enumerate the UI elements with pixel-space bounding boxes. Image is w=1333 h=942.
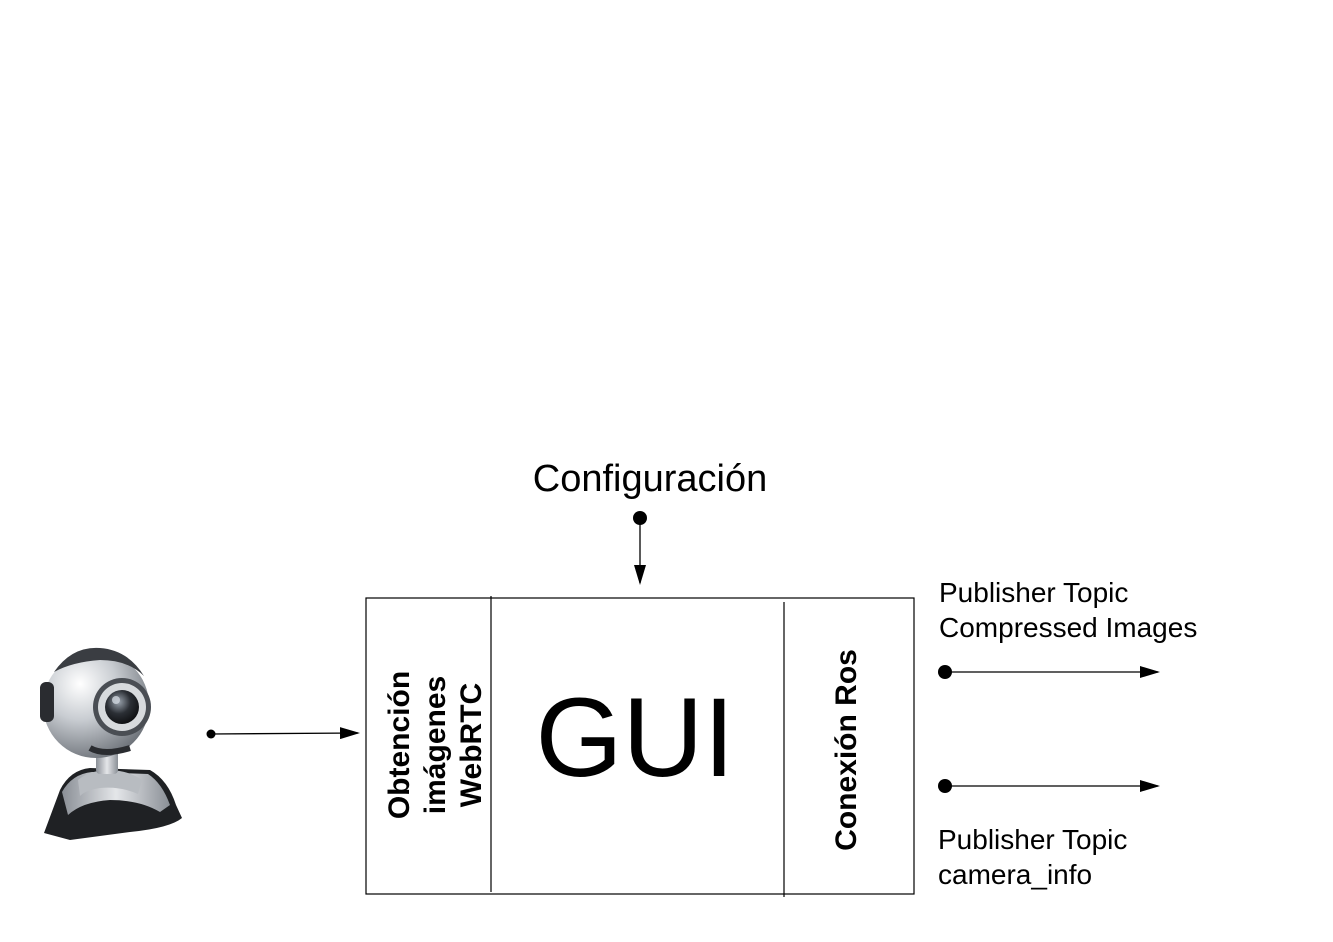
gui-label: GUI (535, 675, 735, 800)
output-label-camera-info: Publisher Topic camera_info (938, 822, 1127, 892)
gui-block (365, 597, 915, 895)
output-label-compressed-line-1: Publisher Topic (939, 577, 1129, 608)
config-label: Configuración (532, 458, 768, 500)
output-label-compressed: Publisher Topic Compressed Images (939, 575, 1197, 645)
right-module-label: Conexión Ros (830, 649, 863, 851)
output-label-camera-info-line-2: camera_info (938, 859, 1093, 890)
left-module-line-1: Obtención (383, 670, 416, 820)
output-label-camera-info-line-1: Publisher Topic (938, 824, 1128, 855)
webcam-icon (40, 647, 182, 840)
output-label-compressed-line-2: Compressed Images (939, 612, 1198, 643)
camera-input-arrow (210, 727, 360, 740)
left-module-line-2: imágenes (419, 675, 452, 815)
left-module-line-3: WebRTC (455, 682, 488, 808)
left-module-label: Obtención imágenes WebRTC (382, 671, 490, 819)
